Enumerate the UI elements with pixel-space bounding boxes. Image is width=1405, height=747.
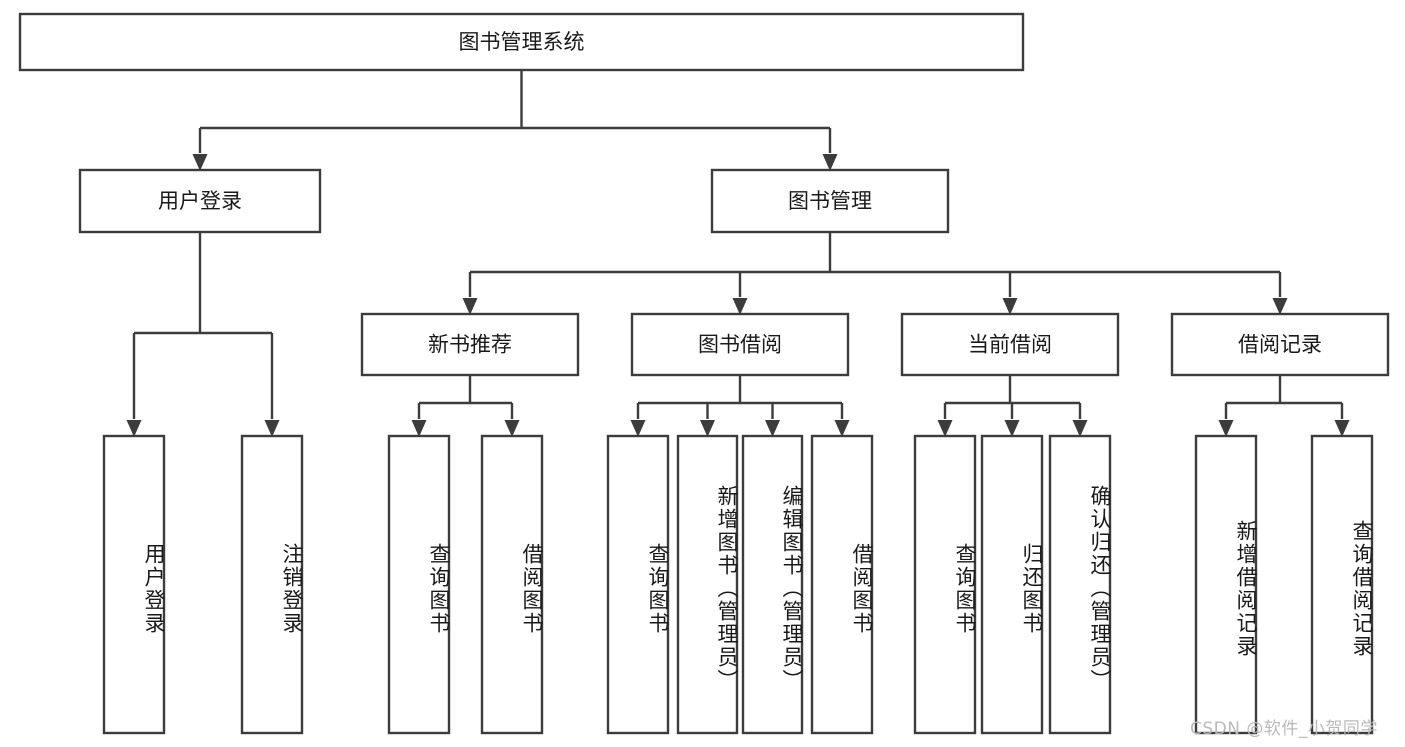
arrow-head — [1272, 298, 1288, 315]
node-book-borrow[interactable]: 图书借阅 — [630, 312, 850, 377]
node-label: 图书管理 — [788, 189, 872, 213]
node-current-borrow[interactable]: 当前借阅 — [900, 312, 1120, 377]
node-label: 新书推荐 — [428, 333, 512, 357]
node-box — [1194, 434, 1258, 735]
node-label: 图书管理系统 — [459, 30, 585, 54]
arrow-head — [834, 420, 850, 437]
node-box — [102, 434, 166, 735]
arrow-head — [462, 298, 478, 315]
node-box — [1048, 434, 1112, 735]
arrow-head — [192, 154, 208, 171]
node-leaf-query-borrow-record[interactable] — [1310, 434, 1374, 735]
node-leaf-query-book-rec[interactable] — [387, 434, 451, 735]
node-user-login[interactable]: 用户登录 — [78, 168, 322, 234]
node-box — [18, 12, 1025, 72]
node-box — [606, 434, 670, 735]
node-leaf-add-borrow-record[interactable] — [1194, 434, 1258, 735]
node-root[interactable]: 图书管理系统 — [18, 12, 1025, 72]
node-box — [741, 434, 804, 735]
arrow-head — [765, 420, 780, 437]
node-book-manage[interactable]: 图书管理 — [710, 168, 950, 234]
node-leaf-user-login[interactable] — [102, 434, 166, 735]
node-label: 当前借阅 — [968, 333, 1052, 357]
arrow-head — [1072, 420, 1088, 437]
arrow-head — [1334, 420, 1350, 437]
arrow-head — [126, 420, 142, 437]
node-box — [480, 434, 544, 735]
node-new-book-rec[interactable]: 新书推荐 — [360, 312, 580, 377]
node-label: 图书借阅 — [698, 333, 782, 357]
arrow-head — [700, 420, 715, 437]
node-leaf-confirm-return-admin[interactable] — [1048, 434, 1112, 735]
node-box — [360, 312, 580, 377]
connector-layer — [126, 70, 1350, 437]
node-leaf-borrow-book-rec[interactable] — [480, 434, 544, 735]
arrow-head — [504, 420, 520, 437]
arrow-head — [630, 420, 646, 437]
arrow-head — [732, 298, 748, 315]
node-box — [1170, 312, 1390, 377]
node-leaf-query-book-current[interactable] — [913, 434, 977, 735]
node-box — [1310, 434, 1374, 735]
node-leaf-add-book-admin[interactable] — [676, 434, 739, 735]
node-leaf-query-book-borrow[interactable] — [606, 434, 670, 735]
node-box — [630, 312, 850, 377]
node-borrow-record[interactable]: 借阅记录 — [1170, 312, 1390, 377]
node-box — [240, 434, 304, 735]
node-box — [980, 434, 1044, 735]
node-leaf-return-book[interactable] — [980, 434, 1044, 735]
node-label: 用户登录 — [158, 189, 242, 213]
arrow-head — [1002, 298, 1018, 315]
arrow-head — [264, 420, 280, 437]
node-box — [710, 168, 950, 234]
node-box — [676, 434, 739, 735]
node-box — [900, 312, 1120, 377]
node-label: 借阅记录 — [1238, 333, 1322, 357]
arrow-head — [1218, 420, 1234, 437]
node-leaf-borrow-book[interactable] — [810, 434, 874, 735]
arrow-head — [822, 154, 838, 171]
arrow-head — [937, 420, 953, 437]
node-box — [78, 168, 322, 234]
node-leaf-edit-book-admin[interactable] — [741, 434, 804, 735]
node-box — [913, 434, 977, 735]
arrow-head — [411, 420, 427, 437]
node-leaf-logout[interactable] — [240, 434, 304, 735]
node-box — [387, 434, 451, 735]
watermark: CSDN @软件_小贺同学 — [1190, 719, 1378, 739]
node-box — [810, 434, 874, 735]
arrow-head — [1004, 420, 1020, 437]
